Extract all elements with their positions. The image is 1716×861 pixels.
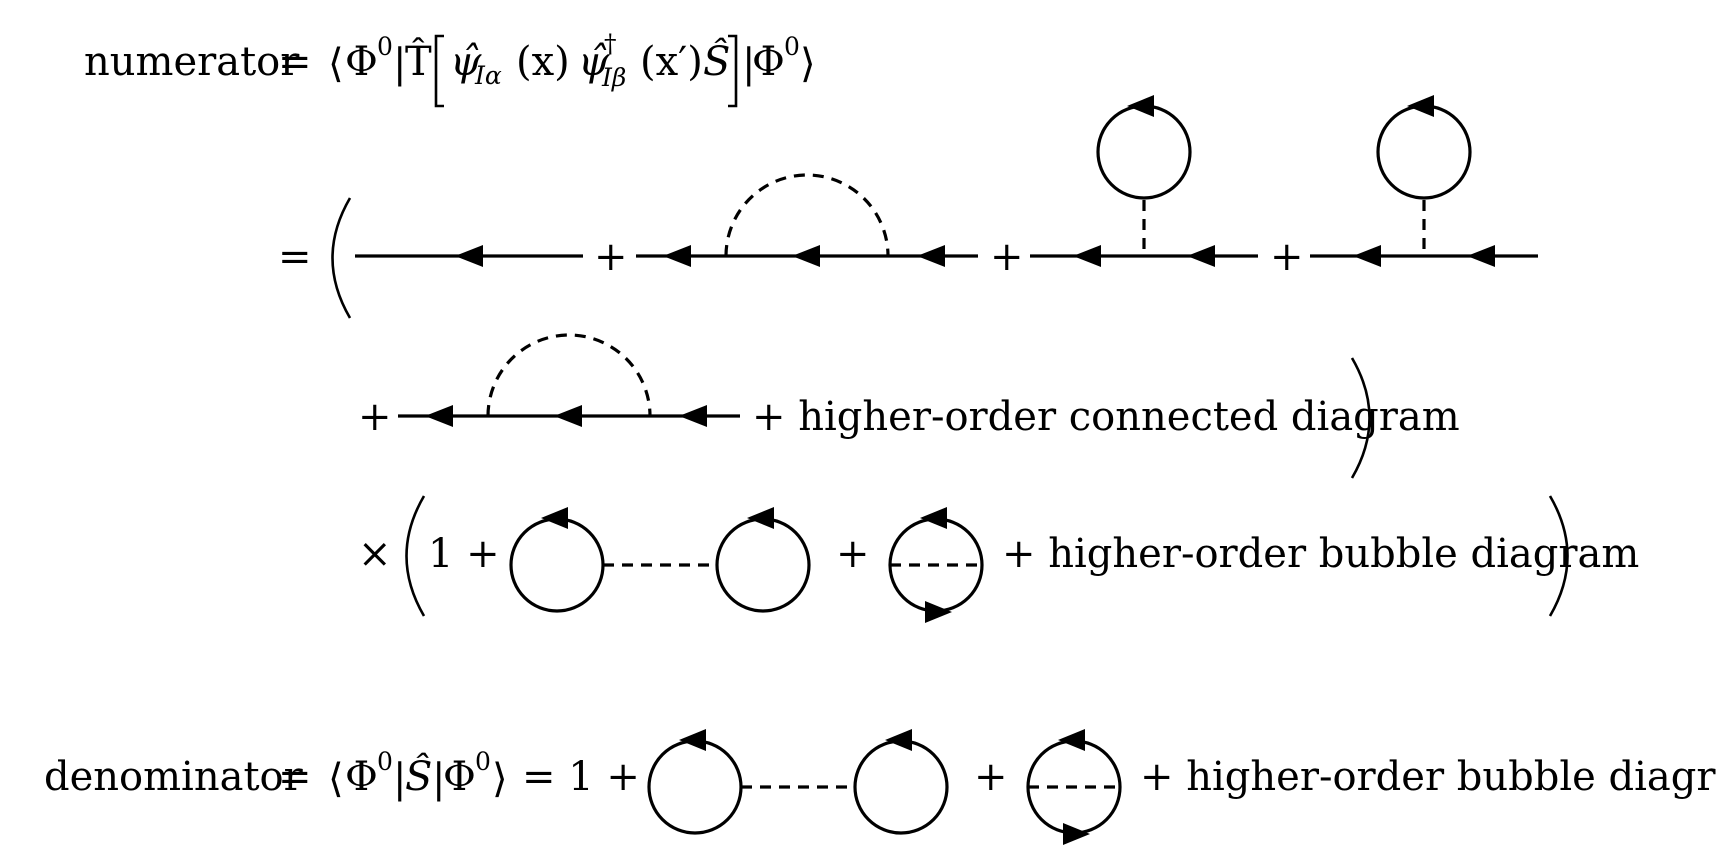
denominator-eq-one-plus: = 1 + [522, 754, 640, 800]
numerator-langle: ⟨ [328, 41, 344, 87]
bubble-arrow-left [679, 729, 706, 751]
big-left-paren [331, 197, 352, 319]
bubble-right-paren [1548, 495, 1569, 617]
denominator-bar-1: | [393, 756, 406, 802]
denominator-plus: + [974, 754, 1008, 800]
numerator-bar-right: | [742, 41, 755, 87]
double-bubble-diagram [509, 507, 811, 613]
bubble-loop-left [509, 517, 605, 613]
exchange-arrow-left [425, 405, 453, 427]
numerator-phi-sup: 0 [377, 32, 393, 61]
tadpole-arrow-right [1187, 245, 1215, 267]
denominator-double-bubble [647, 729, 949, 835]
exchange-arrow-left [663, 245, 691, 267]
oyster-arrow-top [920, 507, 947, 529]
bubble-arrow-right [885, 729, 912, 751]
connected-diagram-row: = + + + [278, 95, 1538, 319]
tadpole-diagram-2 [1310, 95, 1538, 267]
tadpole-diagram-1 [1030, 95, 1258, 267]
numerator-label: numerator [84, 39, 300, 85]
row2-equals: = [278, 234, 312, 280]
big-right-paren [1350, 357, 1371, 479]
tadpole-loop-arrow [1407, 95, 1434, 117]
exchange-diagram-1 [636, 173, 978, 267]
right-square-bracket [728, 34, 738, 108]
plus-3: + [1270, 234, 1304, 280]
higher-order-bubble-text: + higher-order bubble diagram [1002, 531, 1639, 577]
oyster-arrow-top [1058, 729, 1085, 751]
times-sign: × [358, 531, 392, 577]
tadpole-loop [1096, 104, 1192, 200]
denominator-rangle: ⟩ [492, 756, 508, 802]
tadpole-loop [1376, 104, 1472, 200]
numerator-phi-right-sup: 0 [784, 32, 800, 61]
bubble-plus: + [836, 531, 870, 577]
psi-dagger-subscript: Iβ [601, 63, 626, 92]
denominator-label: denominator [44, 754, 304, 800]
exchange-interaction-arc [486, 333, 652, 417]
exchange-arrow-middle [554, 405, 582, 427]
bubble-factor-row: × 1 + + + higher-order bubble diagram [358, 495, 1639, 623]
denominator-s-operator: Ŝ [405, 753, 432, 800]
denominator-expression: denominator = ⟨ Φ 0 | Ŝ | Φ 0 ⟩ = 1 + + … [44, 729, 1716, 845]
bubble-arrow-right [747, 507, 774, 529]
higher-order-connected-text: + higher-order connected diagram [752, 394, 1460, 440]
exchange-arrow-right [917, 245, 945, 267]
free-propagator-diagram [355, 245, 583, 267]
tadpole-arrow-left [1073, 245, 1101, 267]
one-plus: 1 + [428, 531, 500, 577]
tadpole-arrow-left [1353, 245, 1381, 267]
oyster-bubble-diagram [888, 507, 984, 623]
bubble-loop-right [715, 517, 811, 613]
exchange-arrow-middle [792, 245, 820, 267]
numerator-bar: | [393, 41, 406, 87]
connected-diagram-row-2: + + higher-order connected diagram [358, 333, 1460, 479]
exchange-arrow-right [679, 405, 707, 427]
numerator-phi: Φ [345, 39, 378, 85]
s-matrix-operator: Ŝ [703, 38, 730, 85]
oyster-arrow-bottom [925, 601, 952, 623]
plus-1: + [594, 234, 628, 280]
exchange-interaction-arc [724, 173, 890, 257]
psi-argument: (x) [516, 39, 570, 85]
denominator-phi-sup: 0 [377, 747, 393, 776]
denominator-langle: ⟨ [328, 756, 344, 802]
numerator-rangle: ⟩ [800, 41, 816, 87]
numerator-phi-right: Φ [752, 39, 785, 85]
bubble-left-paren [405, 495, 426, 617]
psi-subscript: Iα [474, 61, 502, 90]
tadpole-loop-arrow [1127, 95, 1154, 117]
plus-4: + [358, 394, 392, 440]
dagger-superscript: † [604, 29, 617, 58]
bubble-arrow-left [541, 507, 568, 529]
exchange-diagram-2 [398, 333, 740, 427]
propagator-arrow [455, 245, 483, 267]
numerator-equals: = [278, 39, 312, 85]
left-square-bracket [434, 34, 444, 108]
tadpole-arrow-right [1467, 245, 1495, 267]
time-ordering-operator: T̂ [405, 39, 432, 85]
oyster-arrow-bottom [1063, 823, 1090, 845]
psi-operator: ψ̂ [450, 39, 482, 85]
numerator-expression: numerator = ⟨ Φ 0 | T̂ ψ̂ Iα (x) ψ̂ † Iβ… [84, 29, 816, 108]
denominator-phi-right-sup: 0 [475, 747, 491, 776]
denominator-phi: Φ [345, 754, 378, 800]
plus-2: + [990, 234, 1024, 280]
denominator-higher-order-text: + higher-order bubble diagram [1140, 754, 1716, 800]
bubble-loop-left [647, 739, 743, 835]
denominator-phi-right: Φ [443, 754, 476, 800]
bubble-loop-right [853, 739, 949, 835]
psi-dagger-operator: ψ̂ [578, 39, 610, 85]
denominator-oyster-bubble [1026, 729, 1122, 845]
denominator-equals: = [278, 754, 312, 800]
denominator-bar-2: | [432, 756, 445, 802]
psi-dagger-argument: (x′) [640, 39, 703, 85]
